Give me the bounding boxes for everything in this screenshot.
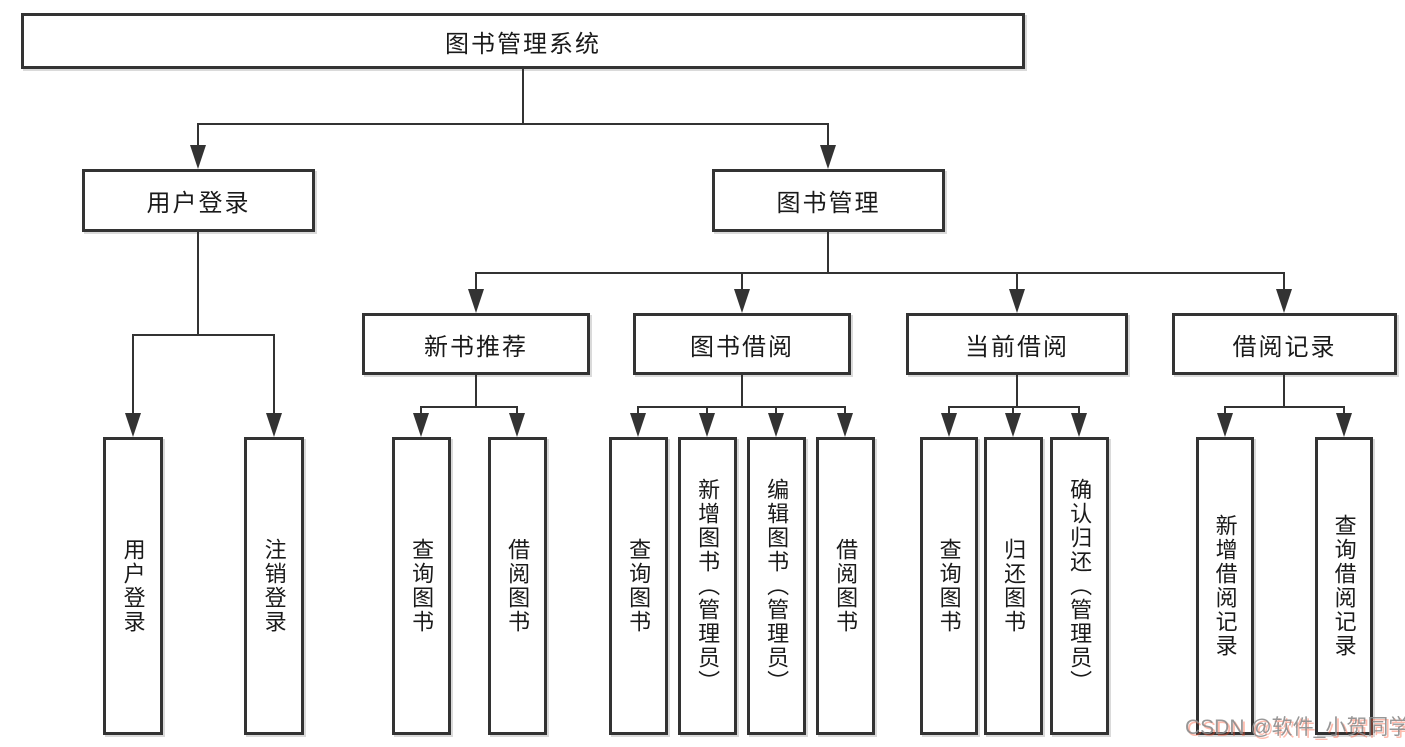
leaf-record-query-borrow-record: 查询借阅记录 (1315, 437, 1373, 735)
connector-stub-leaf-user-login (132, 334, 134, 416)
connector-stub (516, 406, 518, 418)
connector-stub (706, 406, 708, 418)
leaf-label: 借阅图书 (833, 538, 859, 634)
connector-stub-user-login (197, 123, 199, 148)
leaf-borrow-add-book-admin: 新增图书（管理员） (678, 437, 737, 735)
node-label: 借阅记录 (1232, 333, 1337, 361)
arrowhead-borrow-record (1276, 289, 1292, 313)
arrowhead-leaf (768, 413, 784, 437)
connector-borrow-record-rail (1224, 406, 1345, 408)
connector-stub-book-management (827, 123, 829, 148)
node-user-login: 用户登录 (82, 169, 315, 232)
connector-level3-rail (475, 272, 1285, 274)
connector-current-borrow-rail (948, 406, 1080, 408)
leaf-newbook-borrow-book: 借阅图书 (488, 437, 547, 735)
node-root-book-management-system: 图书管理系统 (21, 13, 1025, 69)
connector-stub (1343, 406, 1345, 418)
connector-stub (948, 406, 950, 418)
csdn-watermark: CSDN @软件_小贺同学 (1185, 716, 1405, 739)
connector-book-management-down (827, 232, 829, 274)
node-label: 新书推荐 (424, 333, 528, 361)
leaf-current-return-book: 归还图书 (984, 437, 1043, 735)
connector-stub (1078, 406, 1080, 418)
arrowhead-leaf (1005, 413, 1021, 437)
connector-stub (775, 406, 777, 418)
connector-stub-book-borrow (741, 272, 743, 291)
leaf-current-query-book: 查询图书 (920, 437, 978, 735)
leaf-newbook-query-book: 查询图书 (392, 437, 451, 735)
connector-stub (1224, 406, 1226, 418)
node-new-book-recommend: 新书推荐 (362, 313, 590, 375)
leaf-label: 查询图书 (936, 538, 962, 634)
leaf-label: 借阅图书 (505, 538, 531, 634)
leaf-label: 查询图书 (626, 538, 652, 634)
arrowhead-book-borrow (734, 289, 750, 313)
arrowhead-new-book (468, 289, 484, 313)
connector-stub (844, 406, 846, 418)
arrowhead-book-management (820, 145, 836, 169)
connector-book-borrow-down (741, 375, 743, 408)
connector-new-book-down (475, 375, 477, 408)
arrowhead-leaf (413, 413, 429, 437)
arrowhead-leaf (1217, 413, 1233, 437)
connector-stub (1012, 406, 1014, 418)
leaf-borrow-borrow-book: 借阅图书 (816, 437, 875, 735)
node-label: 图书管理系统 (445, 30, 601, 58)
arrowhead-leaf (509, 413, 525, 437)
connector-user-login-rail (132, 334, 275, 336)
arrowhead-leaf (1336, 413, 1352, 437)
leaf-borrow-query-book: 查询图书 (609, 437, 668, 735)
connector-stub-new-book (475, 272, 477, 291)
arrowhead-leaf (941, 413, 957, 437)
leaf-label: 注销登录 (261, 538, 287, 634)
connector-stub-borrow-record (1283, 272, 1285, 291)
connector-book-borrow-rail (638, 406, 846, 408)
connector-stub-current-borrow (1016, 272, 1018, 291)
node-label: 当前借阅 (965, 333, 1069, 361)
node-label: 图书管理 (776, 190, 881, 217)
leaf-label: 新增图书（管理员） (695, 478, 721, 694)
leaf-current-confirm-return-admin: 确认归还（管理员） (1050, 437, 1109, 735)
leaf-logout: 注销登录 (244, 437, 304, 735)
connector-current-borrow-down (1016, 375, 1018, 408)
node-book-management: 图书管理 (712, 169, 945, 232)
node-borrowing-records: 借阅记录 (1172, 313, 1397, 375)
node-current-borrowing: 当前借阅 (906, 313, 1128, 375)
arrowhead-leaf (699, 413, 715, 437)
connector-root-down (522, 69, 524, 124)
arrowhead-leaf-user-login (125, 413, 141, 437)
connector-new-book-rail (421, 406, 518, 408)
leaf-label: 新增借阅记录 (1212, 514, 1238, 658)
connector-stub (420, 406, 422, 418)
arrowhead-leaf (1071, 413, 1087, 437)
arrowhead-leaf (630, 413, 646, 437)
leaf-label: 编辑图书（管理员） (764, 478, 790, 694)
connector-stub (637, 406, 639, 418)
leaf-label: 确认归还（管理员） (1067, 478, 1093, 694)
leaf-label: 查询借阅记录 (1331, 514, 1357, 658)
leaf-borrow-edit-book-admin: 编辑图书（管理员） (747, 437, 806, 735)
node-label: 图书借阅 (690, 333, 794, 361)
connector-level2-rail (197, 123, 829, 125)
connector-borrow-record-down (1283, 375, 1285, 408)
node-label: 用户登录 (146, 190, 251, 217)
arrowhead-leaf (837, 413, 853, 437)
connector-user-login-down (197, 232, 199, 336)
arrowhead-user-login (190, 145, 206, 169)
leaf-label: 归还图书 (1001, 538, 1027, 634)
leaf-user-login: 用户登录 (103, 437, 163, 735)
node-book-borrowing: 图书借阅 (633, 313, 851, 375)
arrowhead-leaf-logout (266, 413, 282, 437)
leaf-record-add-borrow-record: 新增借阅记录 (1196, 437, 1254, 735)
arrowhead-current-borrow (1009, 289, 1025, 313)
leaf-label: 用户登录 (120, 538, 146, 634)
connector-stub-leaf-logout (273, 334, 275, 416)
leaf-label: 查询图书 (409, 538, 435, 634)
